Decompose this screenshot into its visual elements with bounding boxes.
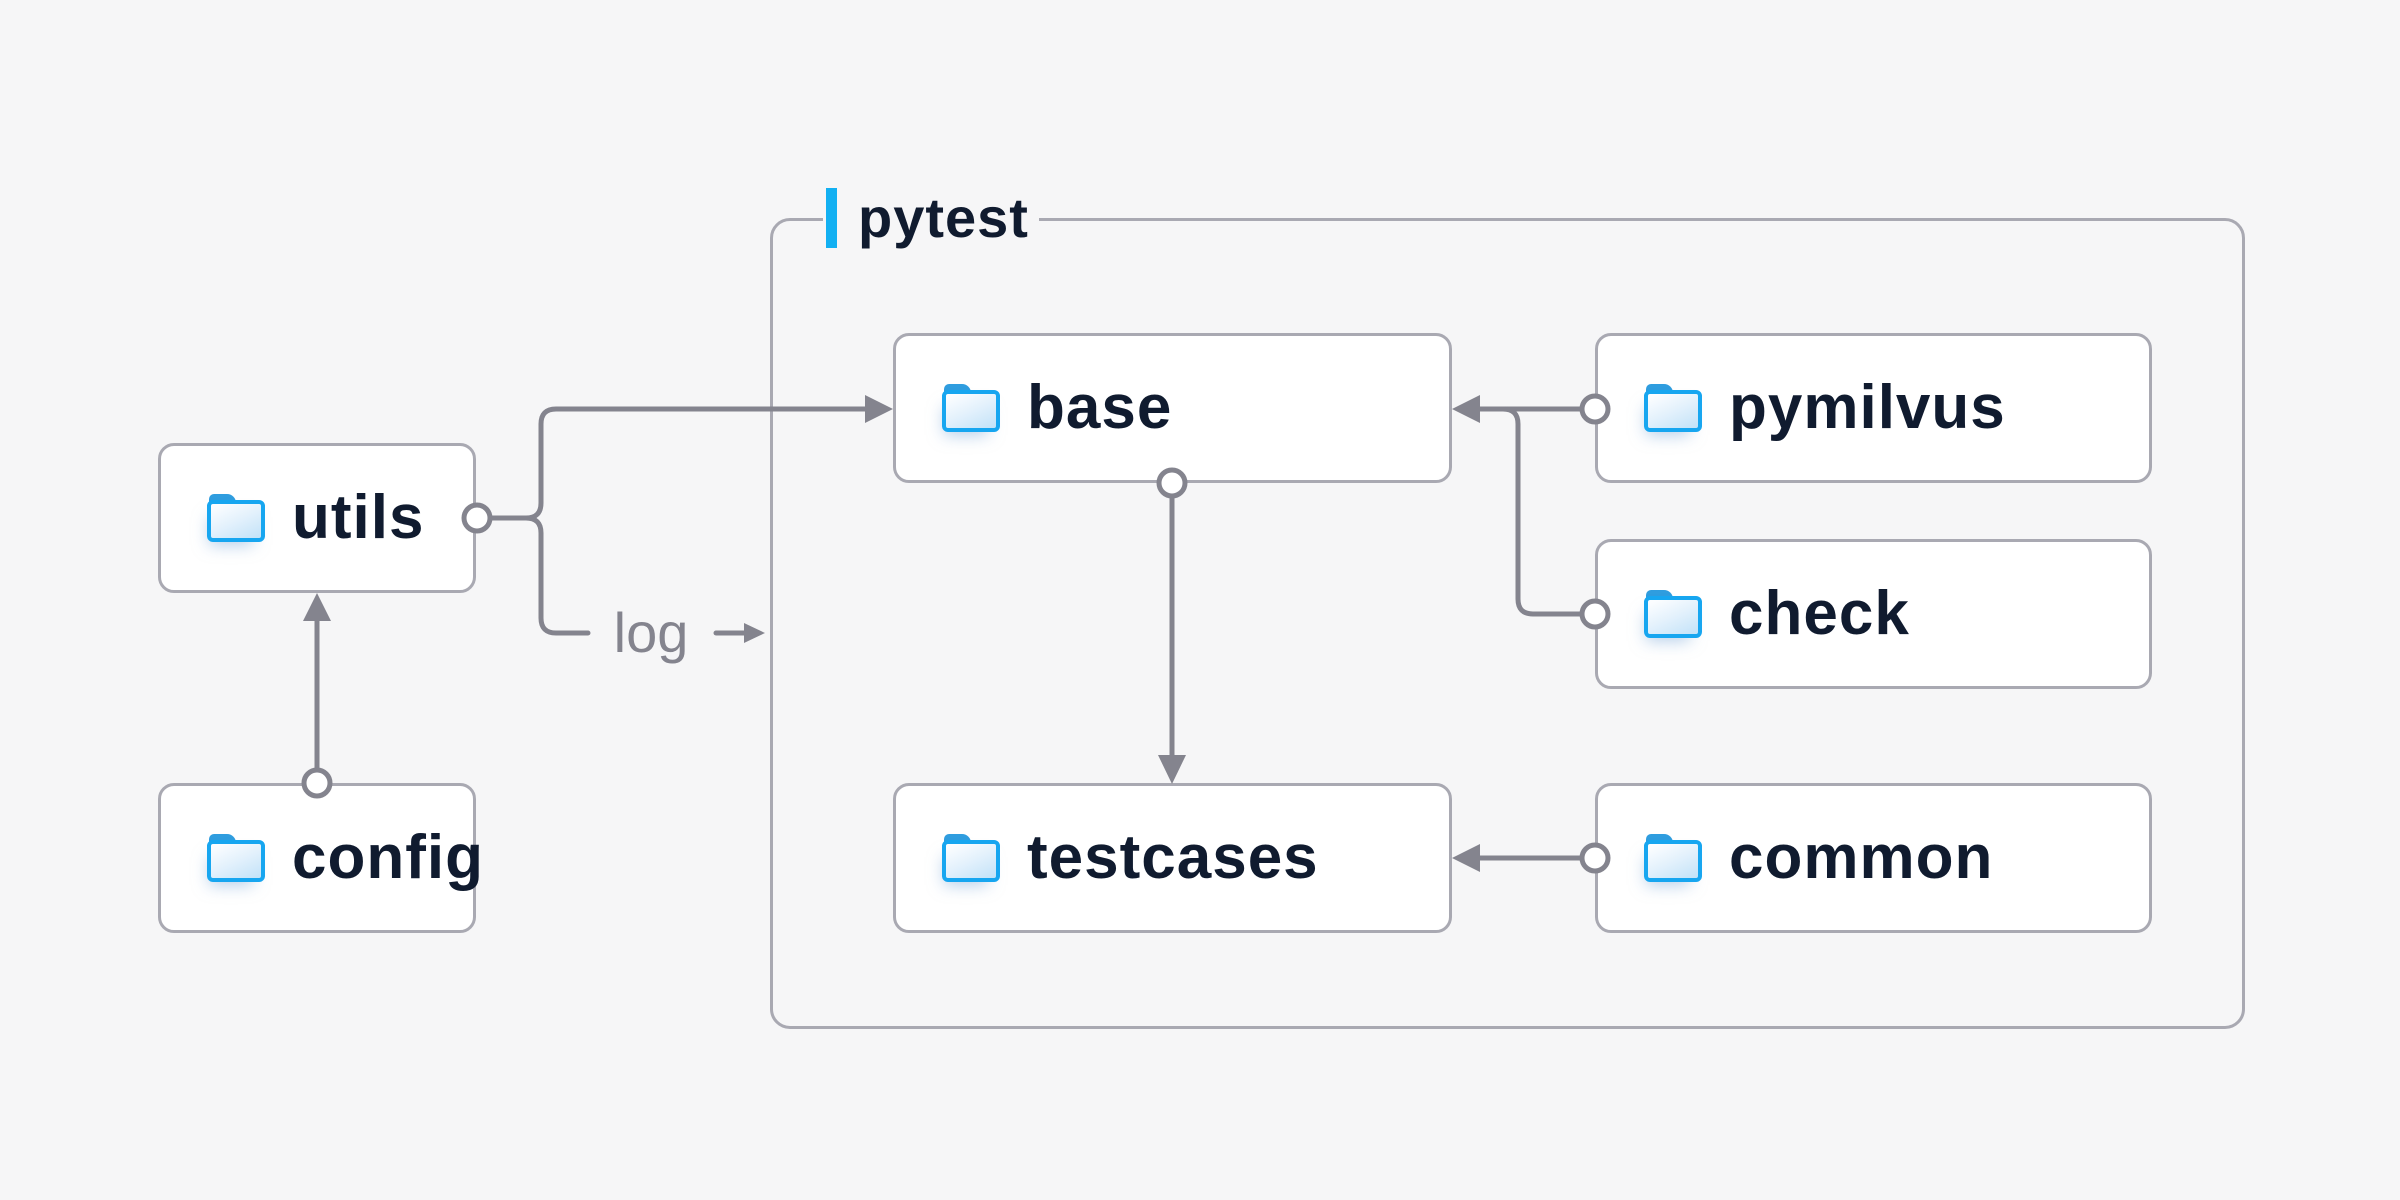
folder-icon xyxy=(942,384,1000,432)
folder-icon xyxy=(942,834,1000,882)
node-label: testcases xyxy=(1027,823,1319,892)
node-config: config xyxy=(158,783,483,933)
edge-label-log: log xyxy=(613,601,689,664)
node-check: check xyxy=(1595,539,2152,689)
node-label: pymilvus xyxy=(1729,373,2006,442)
folder-icon xyxy=(1644,590,1702,638)
pytest-container xyxy=(770,218,2245,1029)
edge-config-to-utils xyxy=(301,593,333,799)
node-utils: utils xyxy=(158,443,476,593)
folder-icon xyxy=(1644,834,1702,882)
node-label: utils xyxy=(292,483,425,552)
node-common: common xyxy=(1595,783,2152,933)
container-label-text: pytest xyxy=(858,186,1029,249)
node-testcases: testcases xyxy=(893,783,1452,933)
node-label: check xyxy=(1729,579,1910,648)
node-base: base xyxy=(893,333,1452,483)
accent-bar-icon xyxy=(826,188,837,248)
folder-icon xyxy=(1644,384,1702,432)
node-label: base xyxy=(1027,373,1173,442)
node-label: config xyxy=(292,823,484,892)
pytest-container-label: pytest xyxy=(823,183,1039,253)
folder-icon xyxy=(207,834,265,882)
node-label: common xyxy=(1729,823,1994,892)
folder-icon xyxy=(207,494,265,542)
node-pymilvus: pymilvus xyxy=(1595,333,2152,483)
